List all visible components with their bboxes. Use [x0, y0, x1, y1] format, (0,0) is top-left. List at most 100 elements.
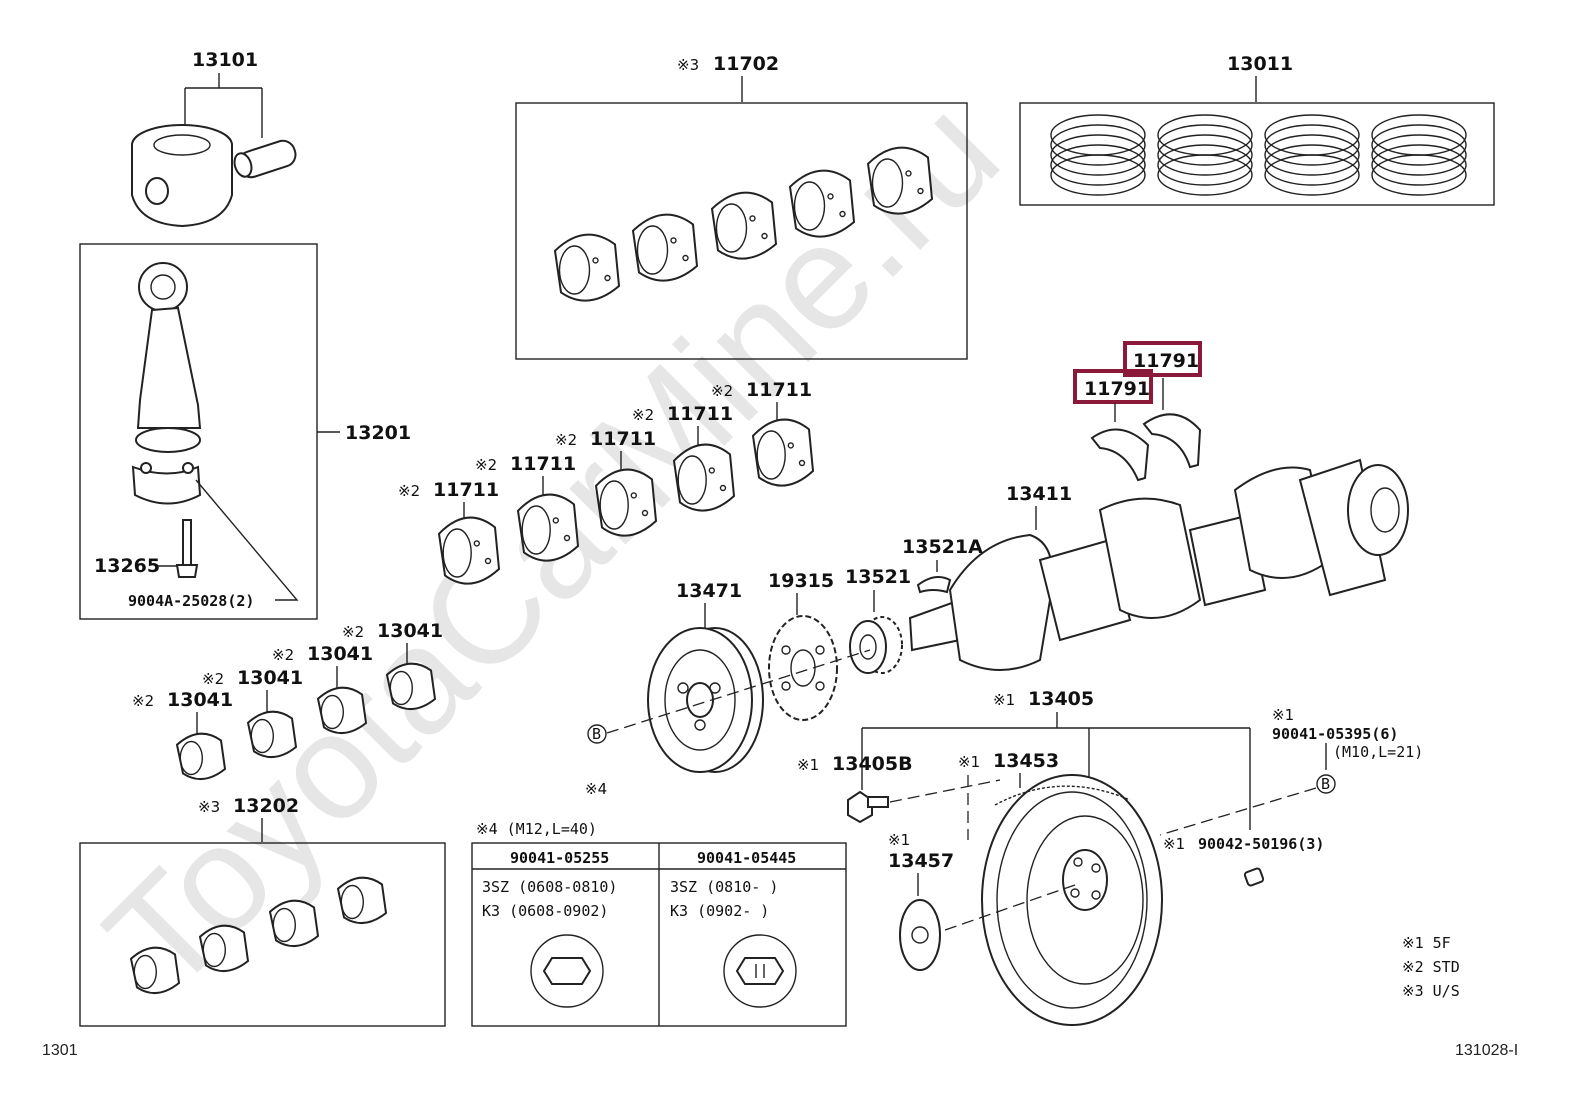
part-label-11702[interactable]: 11702 [713, 53, 779, 75]
pulley-13471[interactable]: 13471 [647, 580, 764, 773]
bearing-set-11702[interactable]: ※3 11702 [515, 53, 968, 360]
bearing-11711-2[interactable] [594, 468, 658, 537]
bolt-col2-header: 90041-05445 [697, 849, 796, 867]
part-label-13453[interactable]: 13453 [993, 750, 1059, 772]
part-label-13265[interactable]: 13265 [94, 555, 160, 577]
part-label-13202[interactable]: 13202 [233, 795, 299, 817]
part-spec-90041-05395: (M10,L=21) [1333, 743, 1423, 761]
bolt-90041-05395[interactable]: ※1 90041-05395(6) (M10,L=21) B [1272, 706, 1423, 794]
connecting-rod-13201[interactable]: 13201 13265 9004A-25028(2) [79, 243, 411, 620]
part-label-11711-b[interactable]: 11711 [510, 453, 576, 475]
part-label-11791-upper[interactable]: 11791 [1133, 350, 1199, 372]
bolt-head-icon-1 [530, 934, 604, 1008]
crank-gear-13521[interactable]: 13521 [845, 566, 911, 674]
bearing-13041-3[interactable] [385, 662, 437, 710]
piston-ring-3[interactable] [1371, 114, 1467, 196]
part-label-13041-d[interactable]: 13041 [377, 620, 443, 642]
part-label-9004A-25028[interactable]: 9004A-25028(2) [128, 592, 254, 610]
bearing-11711-1[interactable] [516, 493, 580, 562]
part-label-11711-c[interactable]: 11711 [590, 428, 656, 450]
bolt-col2-row2: K3 (0902- ) [670, 902, 769, 920]
pin-90042-50196[interactable]: ※1 90042-50196(3) [1163, 835, 1324, 887]
symbol-2-d: ※2 [632, 406, 654, 424]
part-label-13405B[interactable]: 13405B [832, 753, 913, 775]
bolt-col1-row2: K3 (0608-0902) [482, 902, 608, 920]
symbol-2-b: ※2 [475, 456, 497, 474]
bearing-11711-0[interactable] [437, 516, 501, 585]
part-label-13411[interactable]: 13411 [1006, 483, 1072, 505]
flywheel-13405[interactable]: ※1 13405 [861, 688, 1251, 1026]
part-label-13041-b[interactable]: 13041 [237, 667, 303, 689]
bearing-11702-2[interactable] [710, 191, 778, 260]
symbol-1-c: ※1 [797, 756, 819, 774]
bushing-13202-1[interactable] [198, 924, 250, 972]
rod-bearings-13041[interactable]: ※2 13041 ※2 13041 ※2 13041 ※2 13041 [132, 620, 443, 735]
symbol-3-b: ※3 [198, 798, 220, 816]
reference-b-left: B ※4 [585, 724, 607, 798]
part-label-11711-e[interactable]: 11711 [746, 379, 812, 401]
bearing-11711-4[interactable] [751, 418, 815, 487]
ring-gear-13453[interactable]: ※1 13453 [958, 750, 1059, 840]
part-label-13101[interactable]: 13101 [192, 49, 258, 71]
symbol-2-f: ※2 [132, 692, 154, 710]
bolt-col1-header: 90041-05255 [510, 849, 609, 867]
bearing-11702-1[interactable] [631, 213, 699, 282]
symbol-1-e: ※1 [888, 831, 910, 849]
part-label-13471[interactable]: 13471 [676, 580, 742, 602]
plate-13457[interactable]: ※1 13457 [888, 831, 954, 971]
piston-ring-set-13011[interactable]: 13011 [1019, 53, 1495, 206]
bolt-col1-row1: 3SZ (0608-0810) [482, 878, 617, 896]
bolt-table: ※4 (M12,L=40) 90041-05255 90041-05445 3S… [471, 820, 847, 1027]
symbol-4: ※4 [585, 780, 607, 798]
bearing-13041-0[interactable] [175, 732, 227, 780]
symbol-2-e: ※2 [711, 382, 733, 400]
bearing-11702-4[interactable] [866, 146, 934, 215]
timing-plate-19315[interactable]: 19315 [768, 570, 838, 721]
symbol-2-a: ※2 [398, 482, 420, 500]
symbol-2-g: ※2 [202, 670, 224, 688]
bushing-13202-3[interactable] [336, 876, 388, 924]
main-bearings-11711[interactable]: ※2 11711 ※2 11711 ※2 11711 ※2 11711 ※2 1… [398, 379, 812, 520]
part-label-11791-lower[interactable]: 11791 [1084, 378, 1150, 400]
part-label-13405[interactable]: 13405 [1028, 688, 1094, 710]
part-label-11711-a[interactable]: 11711 [433, 479, 499, 501]
bearing-13041-1[interactable] [246, 710, 298, 758]
symbol-1-f: ※1 [1163, 835, 1185, 853]
part-label-13457[interactable]: 13457 [888, 850, 954, 872]
bushing-13202-0[interactable] [129, 946, 181, 994]
legend: ※1 5F ※2 STD ※3 U/S [1402, 934, 1460, 1000]
part-label-11711-d[interactable]: 11711 [667, 403, 733, 425]
bearing-11702-0[interactable] [553, 233, 621, 302]
bearing-11702-3[interactable] [788, 169, 856, 238]
bolt-col2-row1: 3SZ (0810- ) [670, 878, 778, 896]
svg-text:B: B [1321, 775, 1330, 793]
part-label-13041-a[interactable]: 13041 [167, 689, 233, 711]
legend-1: ※1 5F [1402, 934, 1451, 952]
bolt-13405B[interactable]: ※1 13405B [797, 753, 913, 824]
part-label-19315[interactable]: 19315 [768, 570, 834, 592]
bearing-13041-2[interactable] [316, 686, 368, 734]
part-label-13521A[interactable]: 13521A [902, 536, 983, 558]
bolt-head-icon-2 [723, 934, 797, 1008]
page-number-left: 1301 [42, 1042, 78, 1059]
part-label-13041-c[interactable]: 13041 [307, 643, 373, 665]
part-label-90042-50196[interactable]: 90042-50196(3) [1198, 835, 1324, 853]
bushing-set-13202[interactable]: ※3 13202 [79, 795, 446, 1027]
piston-ring-2[interactable] [1264, 114, 1360, 196]
bushing-13202-2[interactable] [268, 899, 320, 947]
piston-13101[interactable]: 13101 [131, 49, 299, 228]
highlight-box-11791-upper [1123, 341, 1202, 377]
crankshaft-13411[interactable]: 13411 [908, 458, 1409, 671]
piston-ring-0[interactable] [1050, 114, 1146, 196]
part-label-13201[interactable]: 13201 [345, 422, 411, 444]
piston-ring-1[interactable] [1157, 114, 1253, 196]
part-label-13011[interactable]: 13011 [1227, 53, 1293, 75]
thrust-washer-11791[interactable]: 11791 11791 [1073, 341, 1202, 482]
legend-2: ※2 STD [1402, 958, 1460, 976]
part-label-13521[interactable]: 13521 [845, 566, 911, 588]
part-label-90041-05395[interactable]: 90041-05395(6) [1272, 725, 1398, 743]
symbol-1-a: ※1 [993, 691, 1015, 709]
key-13521A[interactable]: 13521A [902, 536, 983, 594]
bearing-11711-3[interactable] [672, 443, 736, 512]
